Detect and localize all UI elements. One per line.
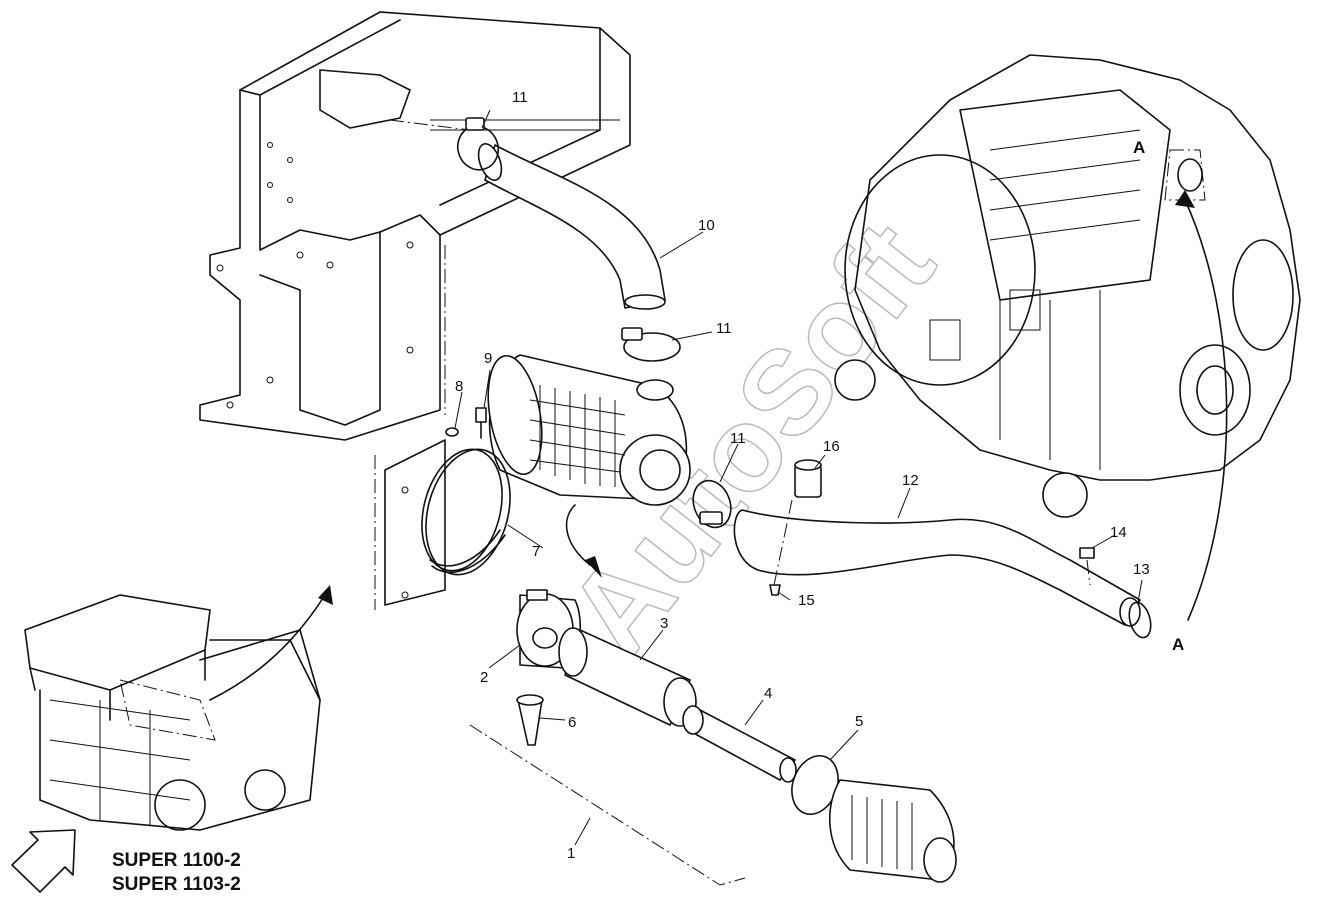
view-arrow <box>1184 199 1228 621</box>
model-label-1: SUPER 1100-2 <box>112 850 241 871</box>
plug <box>769 584 781 596</box>
filter-housing-assembly <box>469 724 957 886</box>
engine <box>834 54 1301 518</box>
small-clamp <box>1079 547 1095 586</box>
callout-11-lower: 11 <box>730 430 746 447</box>
direction-arrow-icon <box>11 829 76 893</box>
callout-1: 1 <box>567 845 575 862</box>
callout-14: 14 <box>1110 524 1127 541</box>
hose-clamp-lower <box>692 479 732 529</box>
hose-cap <box>794 459 822 498</box>
leader-lines <box>454 109 1143 846</box>
view-marker-a-top: A <box>1133 138 1145 157</box>
callout-15: 15 <box>798 592 815 609</box>
view-arrow-head <box>1175 190 1195 208</box>
bolt <box>475 407 487 439</box>
upper-intake-hose <box>477 143 666 310</box>
callout-10: 10 <box>698 217 715 234</box>
callout-3: 3 <box>660 615 668 632</box>
callout-9: 9 <box>484 350 492 367</box>
callout-8: 8 <box>455 378 463 395</box>
air-filter-housing <box>487 354 691 506</box>
callout-11-middle: 11 <box>716 320 732 337</box>
machine-thumbnail <box>24 585 333 831</box>
model-label-2: SUPER 1103-2 <box>112 874 241 895</box>
view-marker-a-bottom: A <box>1172 635 1184 654</box>
lower-intake-hose <box>733 509 1141 627</box>
mounting-band <box>374 439 511 610</box>
flow-arrow-head <box>585 556 602 578</box>
flow-arrow <box>565 504 591 566</box>
callout-4: 4 <box>764 685 772 702</box>
callout-12: 12 <box>902 472 919 489</box>
pipe-clamp <box>1128 601 1152 639</box>
fastener-axis <box>773 499 793 586</box>
callout-7: 7 <box>532 543 540 560</box>
callout-6: 6 <box>568 714 576 731</box>
hose-clamp-upper <box>456 117 500 171</box>
hose-clamp-middle <box>621 327 681 362</box>
dust-valve <box>516 694 544 746</box>
washer <box>445 427 459 437</box>
callout-16: 16 <box>823 438 840 455</box>
callout-2: 2 <box>480 669 488 686</box>
callout-13: 13 <box>1133 561 1150 578</box>
safety-filter-element <box>682 705 797 783</box>
callout-11-upper: 11 <box>512 89 528 106</box>
callout-5: 5 <box>855 713 863 730</box>
